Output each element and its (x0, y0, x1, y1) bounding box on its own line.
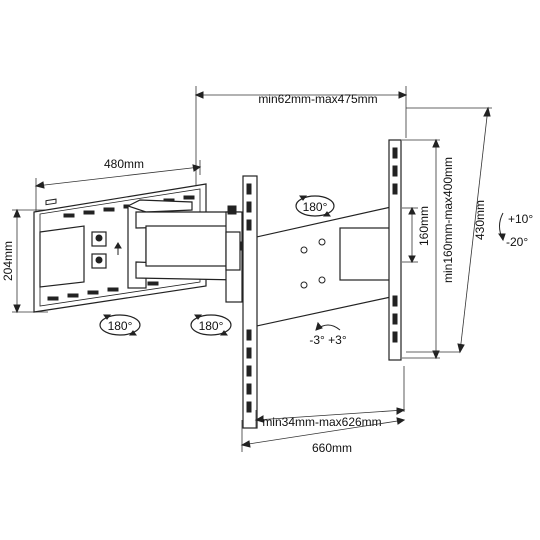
dim-wall-plate-width (34, 160, 202, 212)
label-tv-plate-height: 430mm (473, 200, 487, 240)
label-arm-extension: min62mm-max475mm (258, 92, 377, 106)
dim-vesa-horizontal (254, 366, 406, 428)
label-vesa-horizontal: min34mm-max626mm (262, 415, 381, 429)
tilt-arrow-icon (498, 212, 506, 242)
swivel-badge-top (295, 195, 335, 217)
tv-plate (242, 139, 402, 429)
dim-wall-plate-height (12, 208, 48, 314)
dim-tv-plate-height (406, 106, 492, 354)
swivel-badge-bottom-mid (190, 314, 232, 336)
label-level: -3° +3° (309, 333, 346, 347)
label-slot-height: 160mm (417, 206, 431, 246)
dim-slot-height (402, 206, 418, 264)
swivel-badge-bottom-left (99, 314, 141, 336)
label-swivel-bottom-mid: 180° (199, 319, 224, 333)
label-swivel-top: 180° (303, 200, 328, 214)
label-vesa-vertical: min160mm-max400mm (441, 157, 455, 283)
label-wall-plate-height: 204mm (1, 241, 15, 281)
dim-tv-plate-width (240, 417, 406, 452)
label-swivel-bottom-left: 180° (108, 319, 133, 333)
dim-arm-extension (194, 86, 408, 190)
dim-vesa-vertical (402, 138, 440, 360)
level-arrow-icon (315, 321, 341, 331)
label-wall-plate-width: 480mm (104, 157, 144, 171)
label-tilt-down: -20° (506, 235, 528, 249)
label-tv-plate-width: 660mm (312, 441, 352, 455)
label-tilt-up: +10° (508, 212, 533, 226)
